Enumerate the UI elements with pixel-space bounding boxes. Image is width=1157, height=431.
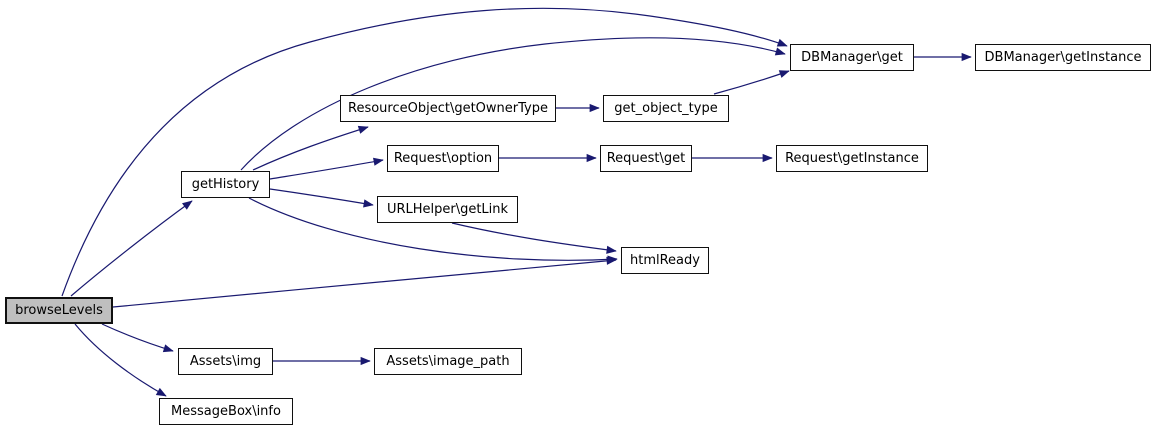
edge-browselevels-htmlready <box>112 256 617 308</box>
node-browse-levels[interactable]: browseLevels <box>5 297 113 324</box>
node-get-history[interactable]: getHistory <box>181 171 270 198</box>
edge-browselevels-messagebox-info <box>74 323 167 397</box>
edge-urlhelper-getlink-htmlready <box>451 222 617 254</box>
edge-gethistory-urlhelper-getlink <box>269 188 374 208</box>
edge-browselevels-assets-img <box>101 323 174 353</box>
edge-browselevels-dbmanager-get <box>61 7 788 297</box>
node-get-object-type[interactable]: get_object_type <box>603 95 729 122</box>
edge-get-object-type-dbmanager-get <box>713 70 790 95</box>
node-resourceobject-getownertype[interactable]: ResourceObject\getOwnerType <box>340 95 556 122</box>
edge-gethistory-resourceobject-getownertype <box>252 125 369 171</box>
node-dbmanager-getinstance[interactable]: DBManager\getInstance <box>975 44 1151 71</box>
node-htmlready[interactable]: htmlReady <box>621 247 709 274</box>
node-assets-image-path[interactable]: Assets\image_path <box>374 348 522 375</box>
node-request-get[interactable]: Request\get <box>600 145 692 172</box>
edge-browselevels-gethistory <box>70 200 193 297</box>
node-assets-img[interactable]: Assets\img <box>178 348 273 375</box>
node-dbmanager-get[interactable]: DBManager\get <box>790 44 914 71</box>
node-messagebox-info[interactable]: MessageBox\info <box>159 398 293 425</box>
node-request-option[interactable]: Request\option <box>387 145 499 172</box>
edge-gethistory-request-option <box>269 157 384 180</box>
edge-gethistory-htmlready <box>248 197 618 264</box>
edge-gethistory-dbmanager-get <box>240 37 786 171</box>
node-request-getinstance[interactable]: Request\getInstance <box>776 145 928 172</box>
node-urlhelper-getlink[interactable]: URLHelper\getLink <box>377 196 518 223</box>
